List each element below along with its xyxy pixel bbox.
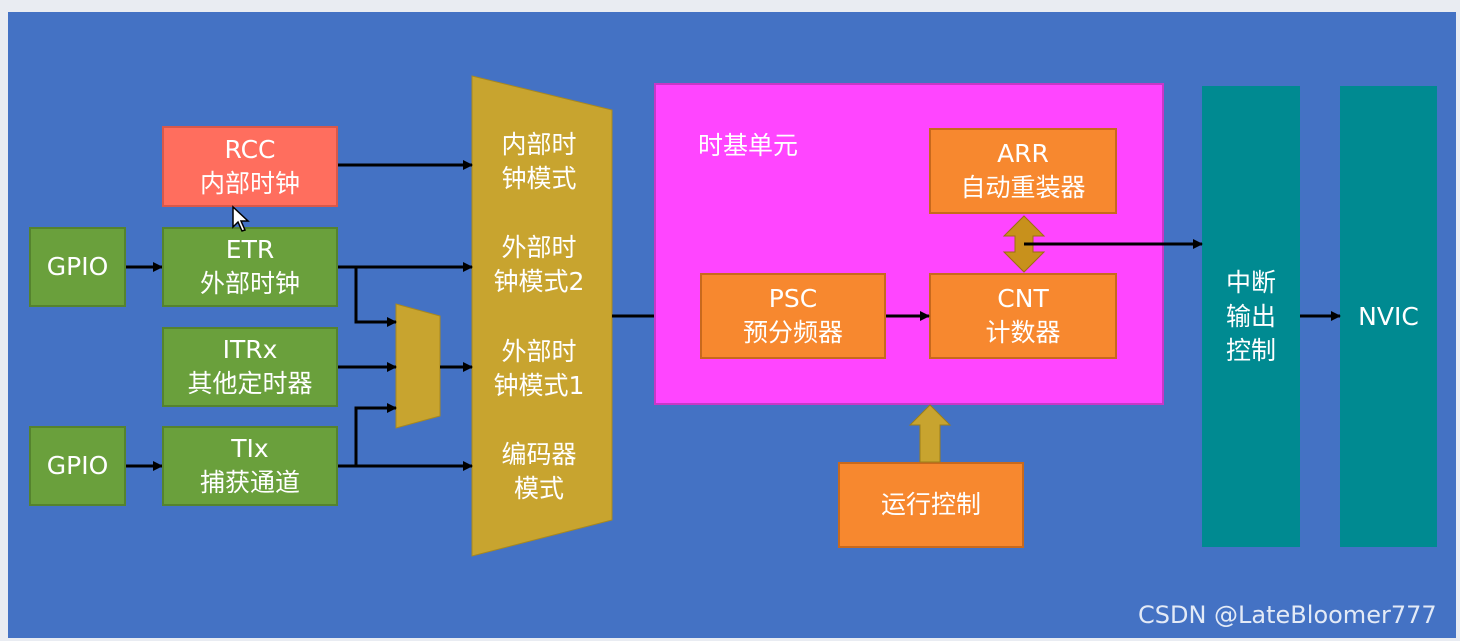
clock-mode-mux bbox=[471, 75, 613, 557]
arr-line-1: ARR bbox=[997, 139, 1049, 168]
gpio-box-1: GPIO bbox=[29, 227, 126, 307]
gpio-label-2: GPIO bbox=[46, 451, 109, 480]
run-control-box: 运行控制 bbox=[838, 462, 1024, 548]
mode-external-clock-2-line-1: 外部时 bbox=[501, 233, 577, 262]
tix-line-2: 捕获通道 bbox=[199, 468, 300, 497]
arr-line-2: 自动重装器 bbox=[960, 173, 1086, 202]
psc-line-2: 预分频器 bbox=[742, 318, 843, 347]
time-base-title: 时基单元 bbox=[698, 131, 799, 160]
mode-external-clock-1: 外部时 钟模式1 bbox=[479, 335, 599, 403]
mode-external-clock-1-line-2: 钟模式1 bbox=[493, 371, 585, 400]
trigger-mux bbox=[395, 303, 441, 429]
interrupt-output-control-box: 中断 输出 控制 bbox=[1202, 86, 1300, 547]
gpio-box-2: GPIO bbox=[29, 426, 126, 506]
itrx-other-timer-box: ITRx 其他定时器 bbox=[162, 327, 338, 407]
itrx-line-1: ITRx bbox=[222, 335, 278, 364]
mouse-pointer-icon bbox=[232, 205, 250, 232]
mode-internal-clock-line-1: 内部时 bbox=[501, 130, 577, 159]
nvic-box: NVIC bbox=[1340, 86, 1437, 547]
tix-line-1: TIx bbox=[231, 434, 269, 463]
rcc-line-2: 内部时钟 bbox=[199, 168, 300, 198]
rcc-line-1: RCC bbox=[224, 134, 276, 164]
gpio-label-1: GPIO bbox=[46, 252, 109, 281]
etr-line-1: ETR bbox=[225, 235, 275, 264]
etr-to-small-mux-arrow bbox=[354, 267, 397, 327]
mode-internal-clock-line-2: 钟模式 bbox=[501, 164, 577, 193]
cnt-counter-box: CNT 计数器 bbox=[929, 273, 1117, 359]
nvic-label: NVIC bbox=[1358, 301, 1419, 331]
mode-external-clock-2-line-2: 钟模式2 bbox=[493, 267, 585, 296]
etr-line-2: 外部时钟 bbox=[199, 269, 300, 298]
mode-internal-clock: 内部时 钟模式 bbox=[479, 128, 599, 196]
psc-prescaler-box: PSC 预分频器 bbox=[700, 273, 886, 359]
cnt-line-2: 计数器 bbox=[985, 318, 1061, 347]
interrupt-output-line-2: 输出 bbox=[1225, 301, 1276, 331]
etr-external-clock-box: ETR 外部时钟 bbox=[162, 227, 338, 307]
watermark: CSDN @LateBloomer777 bbox=[1138, 601, 1437, 629]
mode-external-clock-2: 外部时 钟模式2 bbox=[479, 231, 599, 299]
mode-encoder-line-1: 编码器 bbox=[501, 440, 577, 469]
run-control-label: 运行控制 bbox=[880, 490, 981, 519]
rcc-internal-clock-box: RCC 内部时钟 bbox=[162, 126, 338, 207]
interrupt-output-line-3: 控制 bbox=[1225, 335, 1276, 365]
arr-auto-reload-box: ARR 自动重装器 bbox=[929, 128, 1117, 214]
tix-to-small-mux-arrow bbox=[354, 403, 397, 466]
mode-encoder: 编码器 模式 bbox=[479, 438, 599, 506]
mode-encoder-line-2: 模式 bbox=[513, 474, 564, 503]
mode-external-clock-1-line-1: 外部时 bbox=[501, 337, 577, 366]
interrupt-output-line-1: 中断 bbox=[1225, 267, 1276, 297]
tix-capture-channel-box: TIx 捕获通道 bbox=[162, 426, 338, 506]
cnt-line-1: CNT bbox=[997, 284, 1049, 313]
psc-line-1: PSC bbox=[768, 284, 818, 313]
itrx-line-2: 其他定时器 bbox=[187, 369, 313, 398]
